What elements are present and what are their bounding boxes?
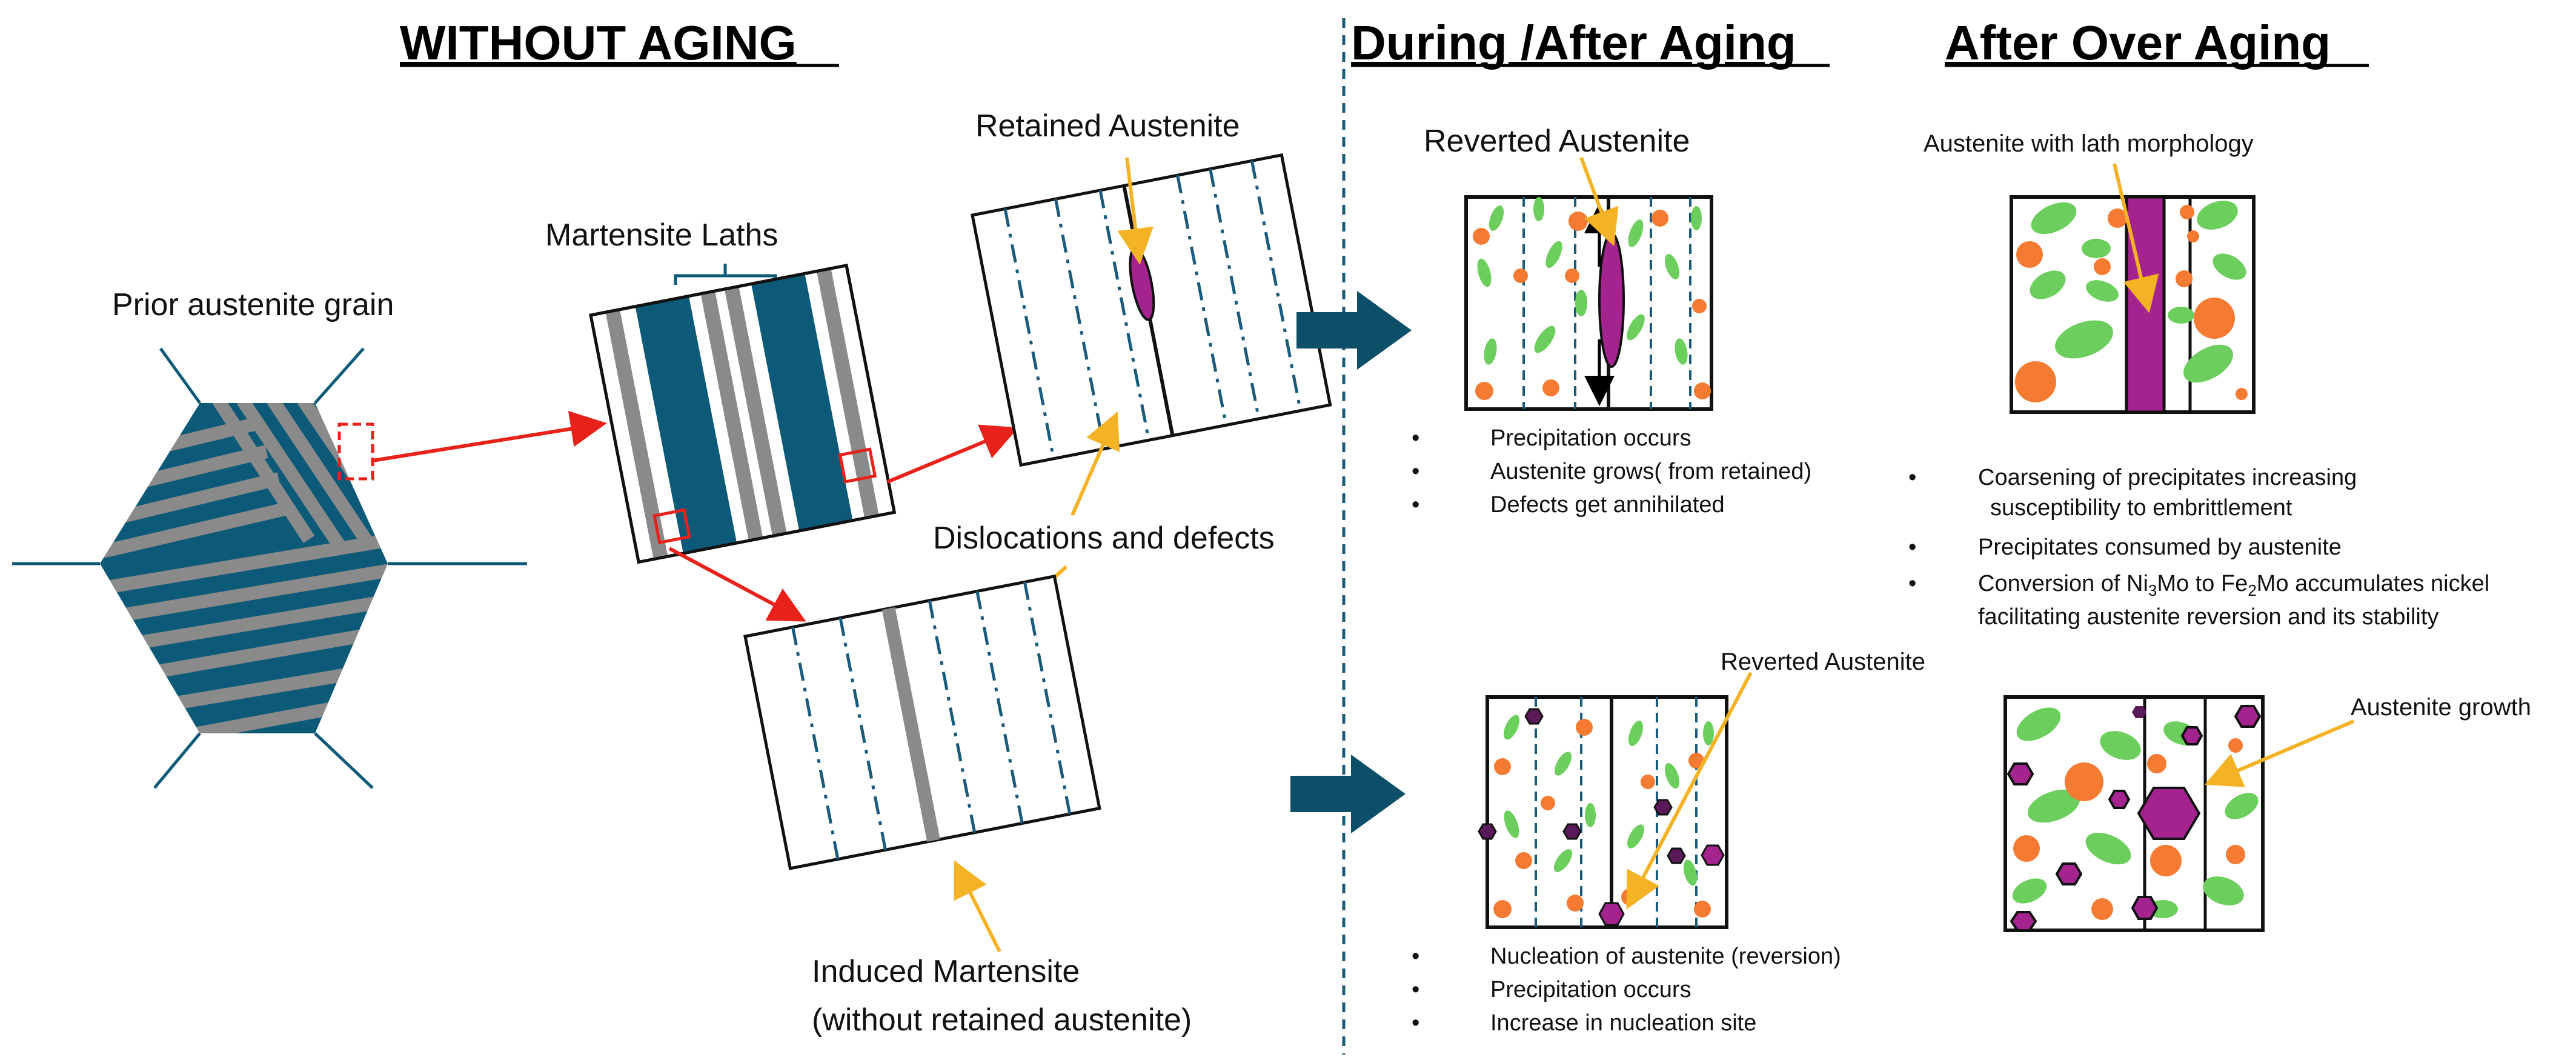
process-arrow-bottom bbox=[1290, 755, 1406, 833]
label-austenite-growth: Austenite growth bbox=[2351, 694, 2531, 721]
bullet-over-3: Conversion of Ni3Mo to Fe2Mo accumulates… bbox=[1978, 571, 2489, 599]
bullet-during-bottom-3: Increase in nucleation site bbox=[1490, 1010, 1756, 1036]
header-after-over-aging: After Over Aging bbox=[1945, 16, 2331, 70]
bullet-over-1a: Coarsening of precipitates increasing bbox=[1978, 465, 2357, 490]
grain-zoom-box bbox=[337, 422, 374, 481]
label-prior-austenite-grain: Prior austenite grain bbox=[112, 287, 394, 322]
arrow-to-induced-martensite bbox=[954, 860, 1001, 953]
bullets-during-top: • Precipitation occurs • Austenite grows… bbox=[1412, 425, 1811, 518]
arrow-dislocations-to-retained bbox=[1071, 412, 1120, 516]
arrow-to-reverted-austenite-bottom bbox=[1626, 672, 1753, 910]
over-aging-bottom-box bbox=[2003, 695, 2265, 932]
bullet-during-bottom-2: Precipitation occurs bbox=[1490, 977, 1691, 1002]
over-aging-top-box bbox=[2010, 195, 2256, 414]
martensite-laths-block bbox=[589, 264, 897, 564]
label-dislocations-defects: Dislocations and defects bbox=[933, 521, 1275, 556]
process-arrow-top bbox=[1296, 291, 1412, 370]
arrow-laths-to-induced bbox=[668, 547, 806, 622]
label-reverted-austenite-top: Reverted Austenite bbox=[1424, 124, 1690, 159]
svg-text:•: • bbox=[1908, 535, 1916, 560]
bullet-over-2: Precipitates consumed by austenite bbox=[1978, 535, 2342, 560]
svg-text:•: • bbox=[1412, 1010, 1419, 1036]
label-martensite-laths: Martensite Laths bbox=[545, 218, 778, 253]
bullet-during-top-1: Precipitation occurs bbox=[1490, 425, 1691, 451]
bullet-during-bottom-1: Nucleation of austenite (reversion) bbox=[1490, 944, 1841, 969]
label-retained-austenite: Retained Austenite bbox=[975, 108, 1240, 144]
arrow-to-reverted-austenite-top bbox=[1579, 156, 1619, 247]
label-induced-martensite-1: Induced Martensite bbox=[812, 954, 1080, 989]
svg-text:•: • bbox=[1908, 465, 1916, 490]
label-reverted-austenite-bottom: Reverted Austenite bbox=[1721, 649, 1925, 675]
header-during-after-aging: During /After Aging bbox=[1351, 16, 1796, 70]
retained-austenite-block bbox=[971, 153, 1332, 467]
bullet-during-top-2: Austenite grows( from retained) bbox=[1490, 459, 1811, 484]
bullets-over-aging: • Coarsening of precipitates increasing … bbox=[1908, 465, 2489, 630]
arrow-grain-to-laths bbox=[372, 410, 607, 462]
svg-text:•: • bbox=[1412, 425, 1419, 451]
svg-text:•: • bbox=[1412, 492, 1419, 518]
aging-top-box bbox=[1464, 195, 1713, 411]
bullet-during-top-3: Defects get annihilated bbox=[1490, 492, 1725, 518]
arrow-to-retained-austenite bbox=[1117, 157, 1154, 265]
induced-martensite-block bbox=[743, 574, 1101, 870]
arrow-to-lath-austenite bbox=[2113, 163, 2159, 313]
svg-text:•: • bbox=[1412, 977, 1419, 1002]
header-without-aging: WITHOUT AGING bbox=[400, 16, 797, 70]
prior-austenite-grain-hexagon bbox=[12, 347, 527, 789]
bullets-during-bottom: • Nucleation of austenite (reversion) • … bbox=[1412, 944, 1841, 1036]
svg-text:•: • bbox=[1412, 459, 1419, 484]
arrow-laths-to-retained bbox=[886, 424, 1019, 484]
svg-text:•: • bbox=[1412, 944, 1419, 969]
arrow-to-austenite-growth bbox=[2204, 719, 2355, 787]
label-austenite-lath-morphology: Austenite with lath morphology bbox=[1924, 130, 2254, 157]
aging-bottom-box bbox=[1478, 695, 1728, 929]
svg-text:•: • bbox=[1908, 571, 1916, 596]
bullet-over-3b: facilitating austenite reversion and its… bbox=[1978, 604, 2438, 630]
label-induced-martensite-2: (without retained austenite) bbox=[812, 1002, 1192, 1038]
bullet-over-1b: susceptibility to embrittlement bbox=[1990, 495, 2292, 521]
